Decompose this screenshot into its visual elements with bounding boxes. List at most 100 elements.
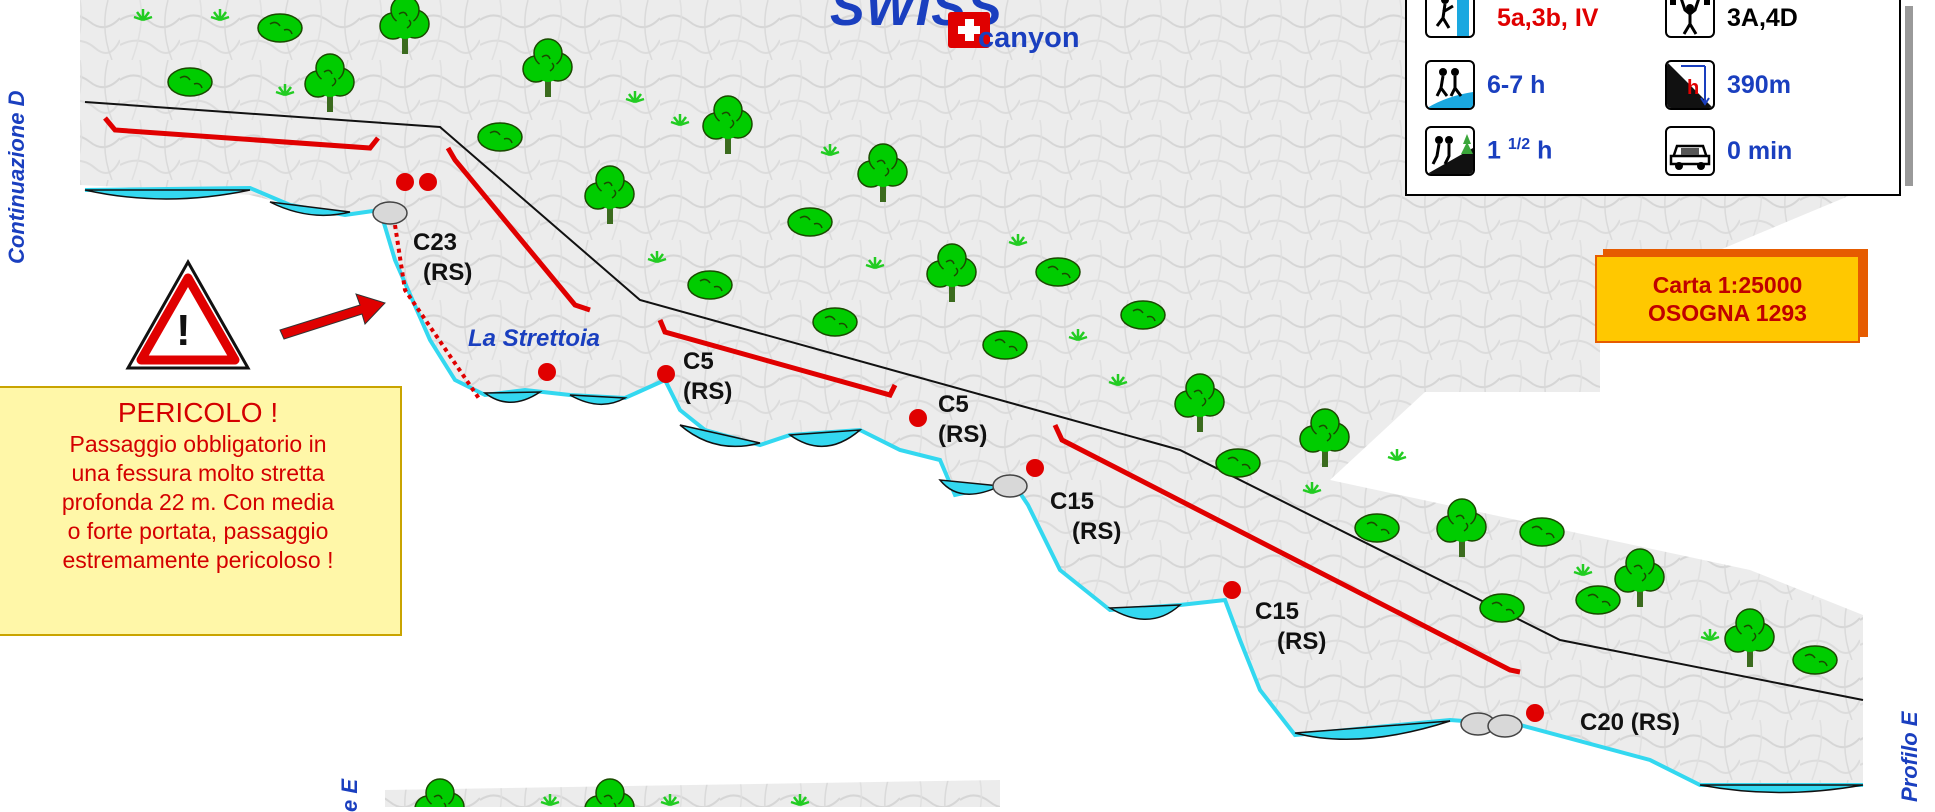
drop-anchor: (RS) xyxy=(1072,518,1122,545)
climbing-row: 5a,3b, IV xyxy=(1425,0,1598,38)
pool xyxy=(1699,784,1864,794)
bush-icon xyxy=(787,207,833,237)
bush-icon xyxy=(1354,513,1400,543)
drop-anchor: (RS) xyxy=(938,421,988,448)
warning-triangle-icon xyxy=(125,258,251,370)
map-reference-card: Carta 1:25000 OSOGNA 1293 xyxy=(1595,255,1860,343)
canyon-rim-line xyxy=(84,101,1864,701)
narrow-passage-dotted xyxy=(393,224,482,402)
anchor-dot xyxy=(1526,704,1544,722)
drop-label-c15-second: C15 (RS) xyxy=(1255,597,1326,657)
anchor-dot xyxy=(538,363,556,381)
bypass-path xyxy=(103,116,380,151)
pools xyxy=(84,189,1864,794)
height-drop-icon: h xyxy=(1665,60,1715,110)
hikers-icon xyxy=(1425,60,1475,110)
car-icon xyxy=(1665,126,1715,176)
pool xyxy=(84,189,251,200)
climber-icon xyxy=(1425,0,1475,38)
pool xyxy=(482,391,543,403)
climbing-grade: 5a,3b, IV xyxy=(1497,3,1599,32)
weight-lifter-icon xyxy=(1665,0,1715,38)
danger-line: o forte portata, passaggio xyxy=(67,518,329,544)
approach-fraction: 1/2 xyxy=(1507,136,1531,154)
drop-name: C15 xyxy=(1255,598,1300,625)
drop-name: C5 xyxy=(683,348,714,375)
danger-line: estremamente pericoloso ! xyxy=(62,547,334,573)
logo-canyon-text: canyon xyxy=(978,22,1080,54)
map-sheet: OSOGNA 1293 xyxy=(1648,300,1807,326)
car-row: 0 min xyxy=(1665,126,1792,176)
height-icon-letter: h xyxy=(1687,77,1699,99)
danger-line: profonda 22 m. Con media xyxy=(61,489,335,515)
drop-name: C15 xyxy=(1050,488,1095,515)
anchor-dot xyxy=(909,409,927,427)
boulder xyxy=(372,201,408,225)
bush-icon xyxy=(1479,593,1525,623)
bush-icon xyxy=(1575,585,1621,615)
bush-icon xyxy=(1120,300,1166,330)
bush-icon xyxy=(687,270,733,300)
drop-label-c5-first: C5 (RS) xyxy=(683,347,732,407)
bush-icon xyxy=(1215,448,1261,478)
drop-name: C5 xyxy=(938,391,969,418)
car-distance: 0 min xyxy=(1727,136,1793,165)
watercourse xyxy=(84,185,1863,787)
pool xyxy=(569,394,628,405)
anchor-dot xyxy=(396,173,414,191)
pool xyxy=(269,201,351,217)
pool xyxy=(1294,720,1451,741)
pool xyxy=(679,424,761,448)
drop-label-c20: C20 (RS) xyxy=(1580,709,1681,736)
place-name-label: La Strettoia xyxy=(468,325,601,352)
danger-arrow xyxy=(279,293,386,340)
drop-label-c23: C23 (RS) xyxy=(413,228,472,288)
boulder xyxy=(1487,714,1523,738)
technical-info-panel: 5a,3b, IV 3A,4D 6-7 h h 390m 1 1/2 h 0 m… xyxy=(1405,0,1901,196)
pool xyxy=(787,429,863,447)
danger-notice: PERICOLO ! Passaggio obbligatorio in una… xyxy=(0,386,402,636)
canyon-rating: 3A,4D xyxy=(1727,3,1798,32)
bush-icon xyxy=(477,122,523,152)
bush-icon xyxy=(1792,645,1838,675)
bush-icon xyxy=(812,307,858,337)
pool xyxy=(1107,604,1183,620)
anchor-dot xyxy=(1223,581,1241,599)
bush-icon xyxy=(1035,257,1081,287)
anchor-dot xyxy=(657,365,675,383)
drop-anchor: (RS) xyxy=(1277,628,1327,655)
swiss-cross-icon xyxy=(948,12,990,48)
height-row: h 390m xyxy=(1665,60,1791,110)
rating-row: 3A,4D xyxy=(1665,0,1798,38)
boulder xyxy=(992,474,1028,498)
bypass-path xyxy=(1052,423,1521,675)
drop-anchor: (RS) xyxy=(423,259,473,286)
bush-icon xyxy=(167,67,213,97)
bush-icon xyxy=(257,13,303,43)
drop-name: C23 xyxy=(413,229,458,256)
total-duration: 6-7 h xyxy=(1487,70,1546,99)
map-scale: Carta 1:25000 xyxy=(1652,272,1803,298)
danger-title: PERICOLO ! xyxy=(117,397,279,428)
drop-label-c15-first: C15 (RS) xyxy=(1050,487,1121,547)
approach-unit: h xyxy=(1537,136,1553,165)
drop-label-c5-second: C5 (RS) xyxy=(938,390,987,450)
swiss-canyon-logo: SWISS canyon xyxy=(830,0,1080,54)
approach-row: 1 1/2 h xyxy=(1425,126,1552,176)
grass-icon xyxy=(1386,447,1408,462)
approach-whole: 1 xyxy=(1487,136,1501,165)
anchor-dot xyxy=(1026,459,1044,477)
danger-line: Passaggio obbligatorio in xyxy=(69,431,327,457)
approach-hikers-icon xyxy=(1425,126,1475,176)
bush-icon xyxy=(1519,517,1565,547)
warning-exclamation: ! xyxy=(176,306,191,355)
bypass-path xyxy=(445,146,591,313)
anchor-dot xyxy=(419,173,437,191)
height-difference: 390m xyxy=(1727,70,1791,99)
danger-line: una fessura molto stretta xyxy=(71,460,325,486)
bypass-path xyxy=(657,319,898,398)
approach-time: 1 1/2 h xyxy=(1487,136,1552,165)
bush-icon xyxy=(982,330,1028,360)
drop-anchor: (RS) xyxy=(683,378,733,405)
